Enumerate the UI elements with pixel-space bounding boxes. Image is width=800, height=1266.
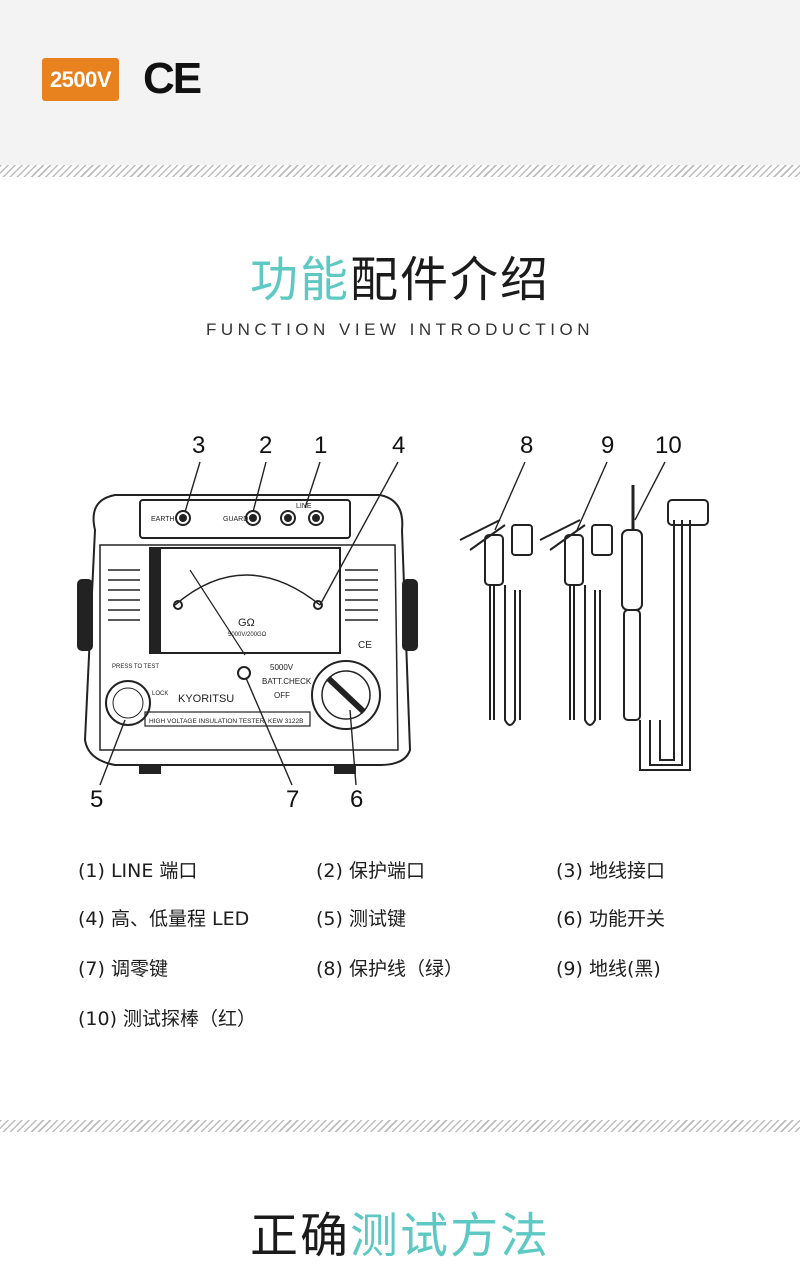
- callout-9: 9: [601, 432, 615, 459]
- title-accent: 功能: [249, 252, 350, 308]
- guard-terminal-label: GUARD: [223, 516, 248, 523]
- legend-item-10: (10) 测试探棒（红）: [78, 1008, 257, 1030]
- title2-rest: 正确: [249, 1208, 350, 1264]
- feature-legend: (1) LINE 端口 (2) 保护端口 (3) 地线接口 (4) 高、低量程 …: [0, 850, 800, 1040]
- callout-2: 2: [259, 432, 273, 459]
- lock-label: LOCK: [152, 691, 168, 697]
- callout-1: 1: [314, 432, 328, 459]
- meter-unit: GΩ: [238, 617, 255, 629]
- hatched-divider-top: [0, 165, 800, 177]
- product-diagram: EARTH GUARD LINE GΩ 5000V/200GΩ CE PRESS…: [0, 420, 800, 820]
- model-number: KEW 3122B: [268, 718, 303, 725]
- brand-logo: KYORITSU: [178, 693, 234, 705]
- title-rest: 配件介绍: [350, 252, 551, 308]
- legend-item-5: (5) 测试键: [316, 908, 406, 930]
- section-title-function: 功能配件介绍: [0, 240, 800, 310]
- legend-item-4: (4) 高、低量程 LED: [78, 908, 250, 930]
- callout-6: 6: [350, 786, 364, 813]
- legend-item-7: (7) 调零键: [78, 958, 168, 980]
- section-subtitle: FUNCTION VIEW INTRODUCTION: [205, 320, 595, 339]
- callout-7: 7: [286, 786, 300, 813]
- section-title-test-method: 正确测试方法: [0, 1196, 800, 1266]
- hatched-divider-bottom: [0, 1120, 800, 1132]
- switch-label-off: OFF: [274, 691, 290, 700]
- legend-item-3: (3) 地线接口: [556, 860, 665, 882]
- switch-label-battcheck: BATT.CHECK: [262, 677, 312, 686]
- callout-5: 5: [90, 786, 104, 813]
- earth-terminal-label: EARTH: [151, 516, 175, 523]
- legend-item-8: (8) 保护线（绿）: [316, 958, 463, 980]
- callout-8: 8: [520, 432, 534, 459]
- meter-range: 5000V/200GΩ: [228, 632, 267, 638]
- callout-3: 3: [192, 432, 206, 459]
- tester-illustration: EARTH GUARD LINE GΩ 5000V/200GΩ CE PRESS…: [77, 461, 709, 786]
- legend-item-9: (9) 地线(黑): [556, 958, 661, 980]
- callout-4: 4: [392, 432, 406, 459]
- legend-item-2: (2) 保护端口: [316, 860, 425, 882]
- voltage-badge: 2500V: [42, 58, 119, 101]
- legend-item-1: (1) LINE 端口: [78, 860, 198, 882]
- model-plate-text: HIGH VOLTAGE INSULATION TESTER: [149, 718, 265, 725]
- legend-item-6: (6) 功能开关: [556, 908, 665, 930]
- title2-accent: 测试方法: [350, 1208, 551, 1264]
- header-band: 2500V CE: [0, 0, 800, 165]
- device-ce-mark: CE: [358, 640, 372, 651]
- ce-logo: CE: [143, 54, 202, 103]
- callout-10: 10: [655, 432, 682, 459]
- switch-label-voltage: 5000V: [270, 663, 294, 672]
- press-to-test-label: PRESS TO TEST: [112, 664, 159, 670]
- line-terminal-label: LINE: [296, 503, 312, 510]
